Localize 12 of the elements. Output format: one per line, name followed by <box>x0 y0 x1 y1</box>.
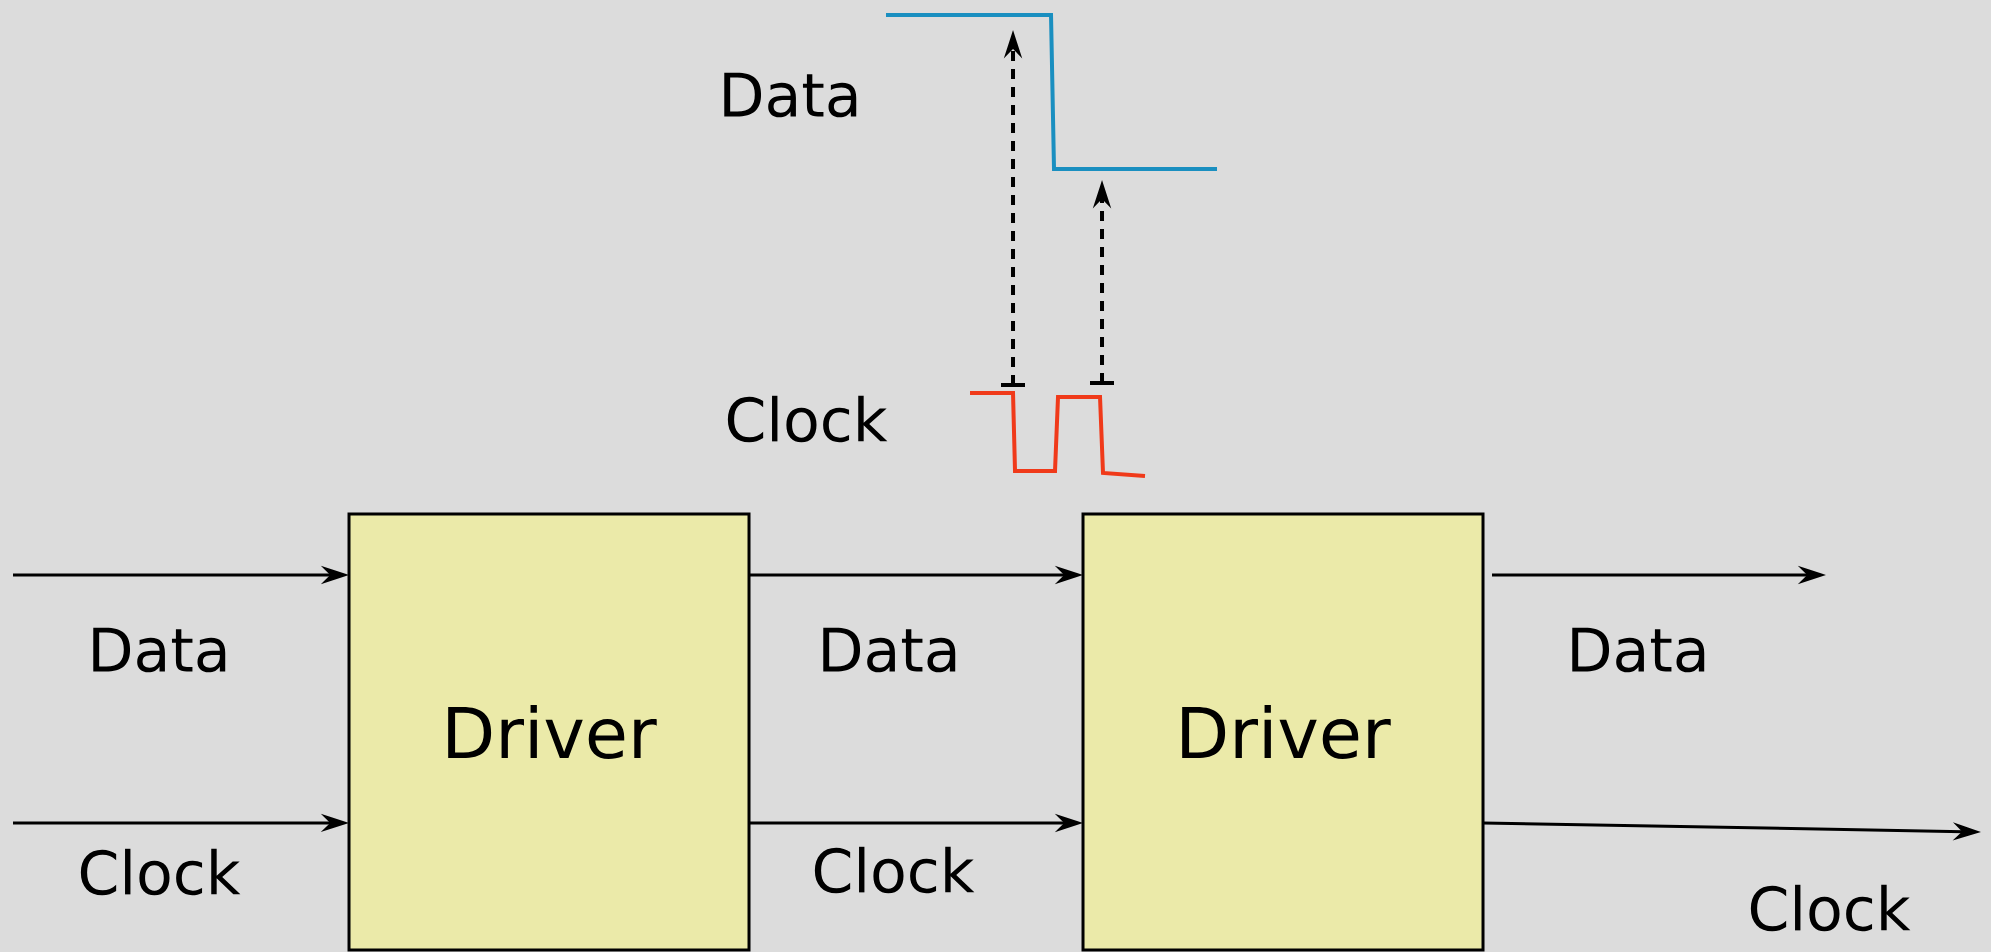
signal-label: Data <box>724 72 857 118</box>
waveform-drawing <box>970 391 1146 478</box>
waveform-drawing <box>886 13 1217 171</box>
edge-label: Clock <box>814 846 975 894</box>
driver-box: Driver <box>1081 512 1485 952</box>
edge-label: Data <box>1572 627 1705 673</box>
edge-label: Clock <box>80 848 241 896</box>
signal-label: Clock <box>727 395 888 443</box>
edge-label: Data <box>93 627 226 673</box>
driver-box: Driver <box>347 512 751 952</box>
edge-label: Data <box>823 627 956 673</box>
edge-label: Clock <box>1750 884 1911 932</box>
